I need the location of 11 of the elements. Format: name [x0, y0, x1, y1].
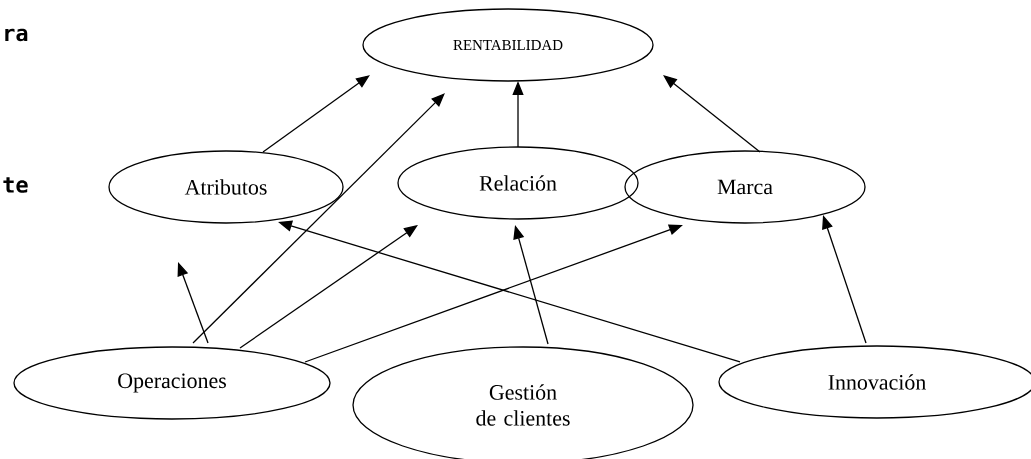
arrow: [239, 225, 418, 349]
text-fragment: te: [3, 177, 28, 193]
text-fragment: ra: [5, 28, 28, 42]
ellipse-node: Marca: [624, 150, 866, 224]
arrow: [192, 93, 445, 344]
arrow: [663, 75, 761, 153]
ellipse-node: Operaciones: [13, 346, 331, 420]
ellipse-node: Relación: [397, 146, 639, 220]
ellipse-node: RENTABILIDAD: [362, 8, 654, 82]
arrow: [262, 75, 370, 153]
ellipse-node: Atributos: [108, 150, 344, 224]
